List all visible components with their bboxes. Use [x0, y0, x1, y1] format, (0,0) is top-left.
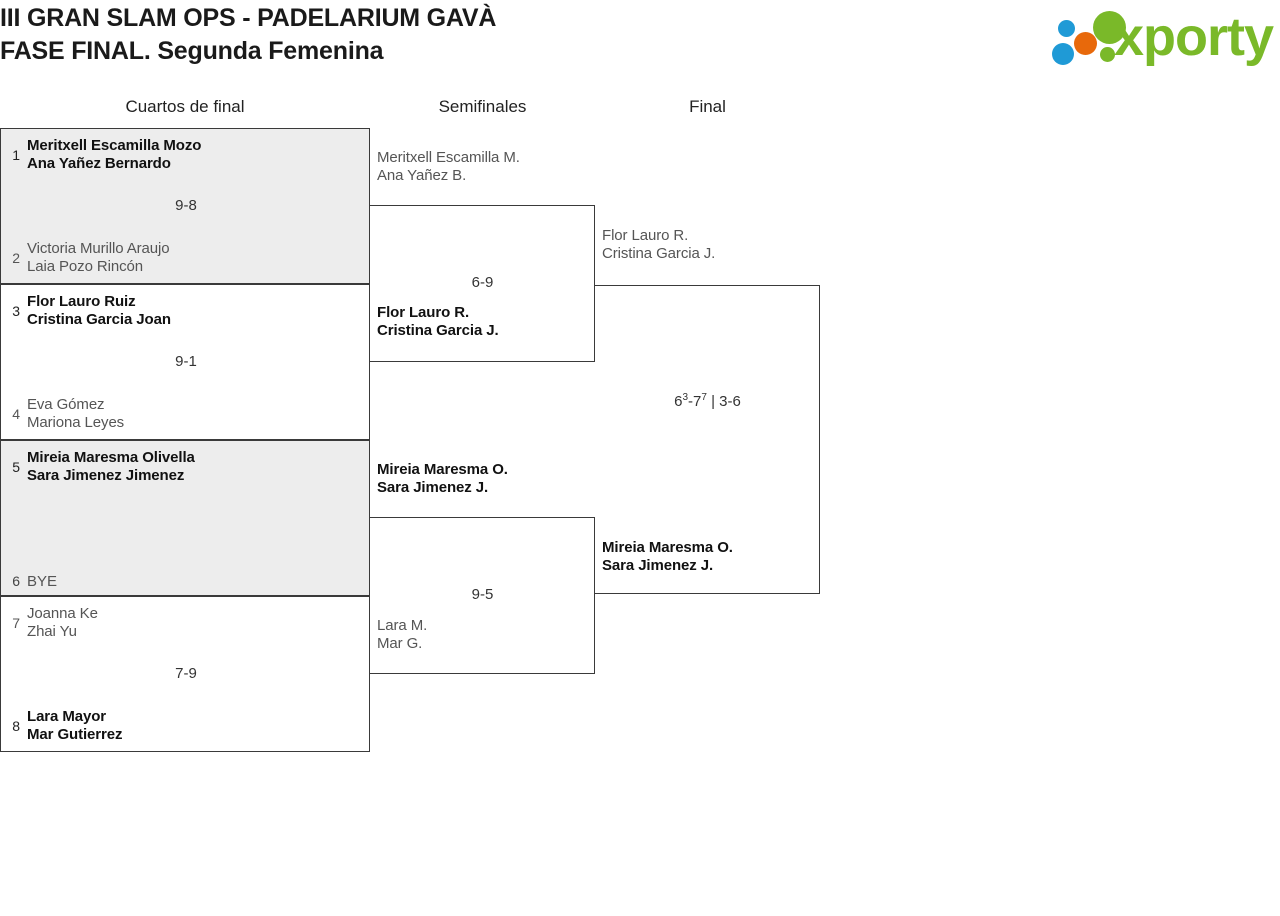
- player-name: Flor Lauro Ruiz: [27, 293, 136, 310]
- match-score: 9-5: [471, 586, 494, 603]
- player-name: Laia Pozo Rincón: [27, 258, 143, 275]
- match-team-bottom: 6 BYE: [1, 572, 371, 591]
- match-score: 63-77 | 3-6: [595, 392, 820, 411]
- player-name: Mireia Maresma O.: [377, 461, 508, 478]
- match-score: 7-9: [175, 665, 197, 682]
- final-set2: 3-6: [719, 393, 741, 410]
- player-name: Lara Mayor: [27, 708, 107, 725]
- player-name: Joanna Ke: [27, 605, 98, 622]
- match-score: 6-9: [471, 274, 494, 291]
- semifinal-1-team-top[interactable]: Meritxell Escamilla M. Ana Yañez B.: [377, 149, 592, 185]
- match-team-top[interactable]: 7 Joanna Ke Zhai Yu: [1, 605, 371, 641]
- team-names: Flor Lauro Ruiz Cristina Garcia Joan: [27, 293, 171, 329]
- semifinal-match-2[interactable]: 9-5: [370, 517, 595, 674]
- semifinal-2-team-bottom[interactable]: Lara M. Mar G.: [377, 617, 592, 653]
- logo-dot-blue-top-icon: [1058, 20, 1075, 37]
- player-name: Sara Jimenez J.: [377, 479, 489, 496]
- quarterfinal-match-2[interactable]: 3 Flor Lauro Ruiz Cristina Garcia Joan 9…: [0, 284, 370, 440]
- player-name: Ana Yañez B.: [377, 167, 467, 184]
- team-names: Joanna Ke Zhai Yu: [27, 605, 98, 641]
- player-name: Cristina Garcia J.: [602, 245, 716, 262]
- seed-number: 8: [12, 718, 20, 734]
- logo-dot-green-small-icon: [1100, 47, 1115, 62]
- match-team-bottom[interactable]: 8 Lara Mayor Mar Gutierrez: [1, 708, 371, 744]
- seed-number: 1: [12, 147, 20, 163]
- team-names: Lara Mayor Mar Gutierrez: [27, 708, 123, 744]
- semifinal-2-team-top[interactable]: Mireia Maresma O. Sara Jimenez J.: [377, 461, 592, 497]
- score-dash: -: [688, 393, 694, 410]
- player-name: Mar G.: [377, 635, 423, 652]
- round-header-quarterfinals: Cuartos de final: [125, 97, 245, 116]
- player-name: Mireia Maresma Olivella: [27, 449, 195, 466]
- final-match[interactable]: 63-77 | 3-6: [595, 285, 820, 594]
- player-name: Flor Lauro R.: [602, 227, 689, 244]
- logo-dot-orange-icon: [1074, 32, 1097, 55]
- seed-number: 7: [12, 615, 20, 631]
- final-set1-tiebreak: 3: [682, 392, 689, 403]
- player-name: Flor Lauro R.: [377, 304, 470, 321]
- match-score: 9-8: [175, 197, 197, 214]
- final-set1-opp-tiebreak: 7: [701, 392, 707, 403]
- final-set1-opp-games: 7: [693, 393, 702, 410]
- round-header-semifinals: Semifinales: [438, 97, 527, 116]
- match-score: 9-1: [175, 353, 197, 370]
- player-name: Victoria Murillo Araujo: [27, 240, 170, 257]
- tournament-title: III GRAN SLAM OPS - PADELARIUM GAVÀ FASE…: [0, 2, 900, 68]
- team-names: Eva Gómez Mariona Leyes: [27, 396, 124, 432]
- logo-dot-green-large-icon: [1093, 11, 1126, 44]
- semifinal-1-team-bottom[interactable]: Flor Lauro R. Cristina Garcia J.: [377, 304, 592, 340]
- match-team-bottom[interactable]: 2 Victoria Murillo Araujo Laia Pozo Rinc…: [1, 240, 371, 276]
- final-team-top[interactable]: Flor Lauro R. Cristina Garcia J.: [602, 227, 817, 263]
- xporty-logo[interactable]: xporty: [1048, 6, 1274, 68]
- match-team-top[interactable]: 1 Meritxell Escamilla Mozo Ana Yañez Ber…: [1, 137, 371, 173]
- round-headers: Cuartos de final Semifinales Final: [0, 95, 1280, 123]
- player-name: Mireia Maresma O.: [602, 539, 733, 556]
- seed-number: 2: [12, 250, 20, 266]
- player-name: Cristina Garcia Joan: [27, 311, 171, 328]
- player-name: Cristina Garcia J.: [377, 322, 499, 339]
- quarterfinal-match-1[interactable]: 1 Meritxell Escamilla Mozo Ana Yañez Ber…: [0, 128, 370, 284]
- match-team-top[interactable]: 5 Mireia Maresma Olivella Sara Jimenez J…: [1, 449, 371, 485]
- player-name: Meritxell Escamilla Mozo: [27, 137, 202, 154]
- page-header: III GRAN SLAM OPS - PADELARIUM GAVÀ FASE…: [0, 0, 1280, 80]
- team-names: Meritxell Escamilla Mozo Ana Yañez Berna…: [27, 137, 201, 173]
- tournament-title-line-1: III GRAN SLAM OPS - PADELARIUM GAVÀ: [0, 4, 497, 32]
- player-name: Mariona Leyes: [27, 414, 125, 431]
- score-separator: |: [706, 393, 720, 410]
- tournament-title-line-2: FASE FINAL. Segunda Femenina: [0, 37, 384, 65]
- match-team-top[interactable]: 3 Flor Lauro Ruiz Cristina Garcia Joan: [1, 293, 371, 329]
- match-team-bottom[interactable]: 4 Eva Gómez Mariona Leyes: [1, 396, 371, 432]
- player-name: Ana Yañez Bernardo: [27, 155, 171, 172]
- player-name: Sara Jimenez J.: [602, 557, 714, 574]
- seed-number: 6: [12, 573, 20, 589]
- final-team-bottom[interactable]: Mireia Maresma O. Sara Jimenez J.: [602, 539, 817, 575]
- player-name: Lara M.: [377, 617, 428, 634]
- final-set1-games: 6: [674, 393, 683, 410]
- team-names: Mireia Maresma Olivella Sara Jimenez Jim…: [27, 449, 195, 485]
- logo-wordmark: xporty: [1114, 7, 1274, 67]
- player-name: Sara Jimenez Jimenez: [27, 467, 185, 484]
- logo-dots-icon: [1048, 6, 1132, 68]
- logo-dot-blue-bottom-icon: [1052, 43, 1074, 65]
- player-name: Eva Gómez: [27, 396, 105, 413]
- quarterfinal-match-3[interactable]: 5 Mireia Maresma Olivella Sara Jimenez J…: [0, 440, 370, 596]
- player-name: Meritxell Escamilla M.: [377, 149, 520, 166]
- bye-label: BYE: [27, 573, 58, 590]
- player-name: Mar Gutierrez: [27, 726, 123, 743]
- seed-number: 5: [12, 459, 20, 475]
- quarterfinal-match-4[interactable]: 7 Joanna Ke Zhai Yu 7-9 8 Lara Mayor Mar…: [0, 596, 370, 752]
- team-names: Victoria Murillo Araujo Laia Pozo Rincón: [27, 240, 170, 276]
- round-header-final: Final: [689, 97, 726, 116]
- player-name: Zhai Yu: [27, 623, 77, 640]
- seed-number: 3: [12, 303, 20, 319]
- semifinal-match-1[interactable]: 6-9: [370, 205, 595, 362]
- seed-number: 4: [12, 406, 20, 422]
